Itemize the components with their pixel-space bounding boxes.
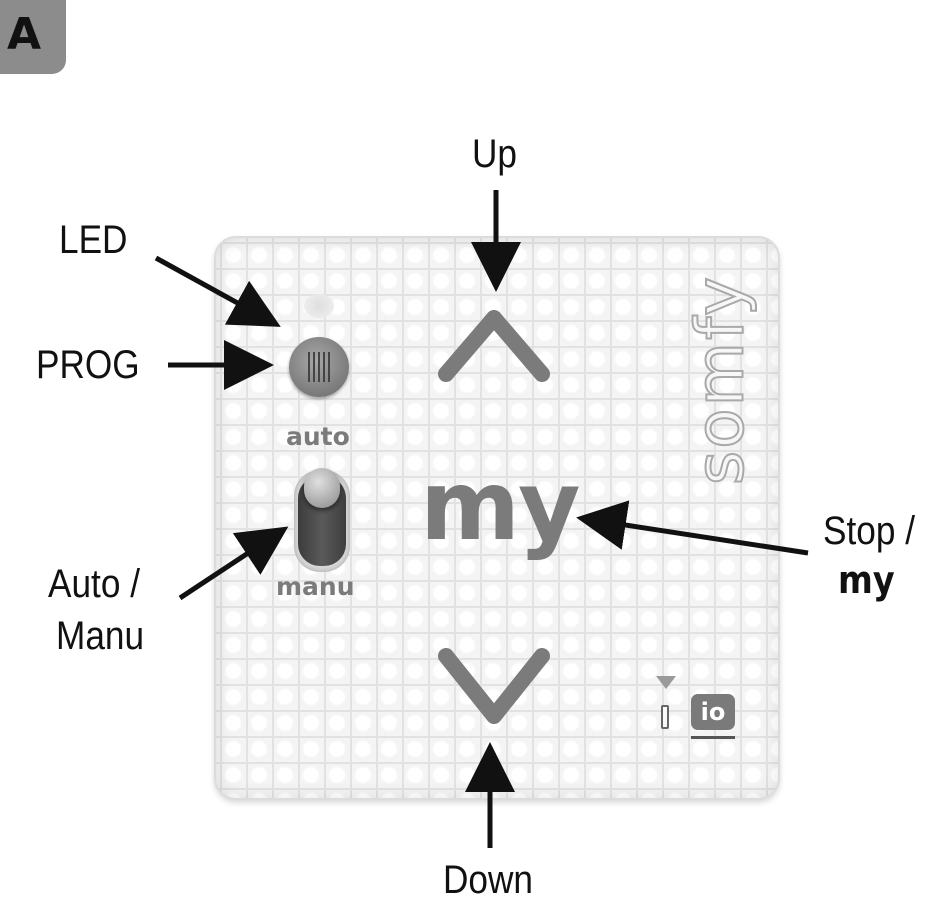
io-underline <box>691 736 735 739</box>
io-badge: io <box>691 694 735 730</box>
prog-button[interactable] <box>289 337 349 397</box>
led-indicator <box>304 294 334 318</box>
arrow-led <box>154 255 281 327</box>
arrow-stop-my <box>576 500 809 556</box>
switch-lever-knob <box>304 468 340 508</box>
figure-tag-letter: A <box>6 8 42 60</box>
callout-stop-line2: my <box>838 558 895 602</box>
chevron-up-icon[interactable] <box>438 310 550 382</box>
callout-auto-manu-line1: Auto / <box>48 562 140 606</box>
chevron-down-icon[interactable] <box>438 648 550 724</box>
signal-triangle-icon <box>656 676 676 689</box>
prog-button-icon <box>308 352 330 382</box>
callout-auto-manu-line2: Manu <box>56 614 145 658</box>
switch-manu-label: manu <box>276 572 355 601</box>
switch-auto-label: auto <box>286 422 350 451</box>
callout-up: Up <box>472 132 518 176</box>
callout-down: Down <box>443 858 533 902</box>
my-button[interactable]: my <box>420 450 581 562</box>
signal-bar-icon <box>661 705 669 729</box>
callout-prog: PROG <box>36 343 140 387</box>
arrow-auto-manu <box>178 526 289 601</box>
callout-stop-line1: Stop / <box>823 509 915 553</box>
callout-led: LED <box>59 218 128 262</box>
figure-tag: A <box>0 0 66 74</box>
